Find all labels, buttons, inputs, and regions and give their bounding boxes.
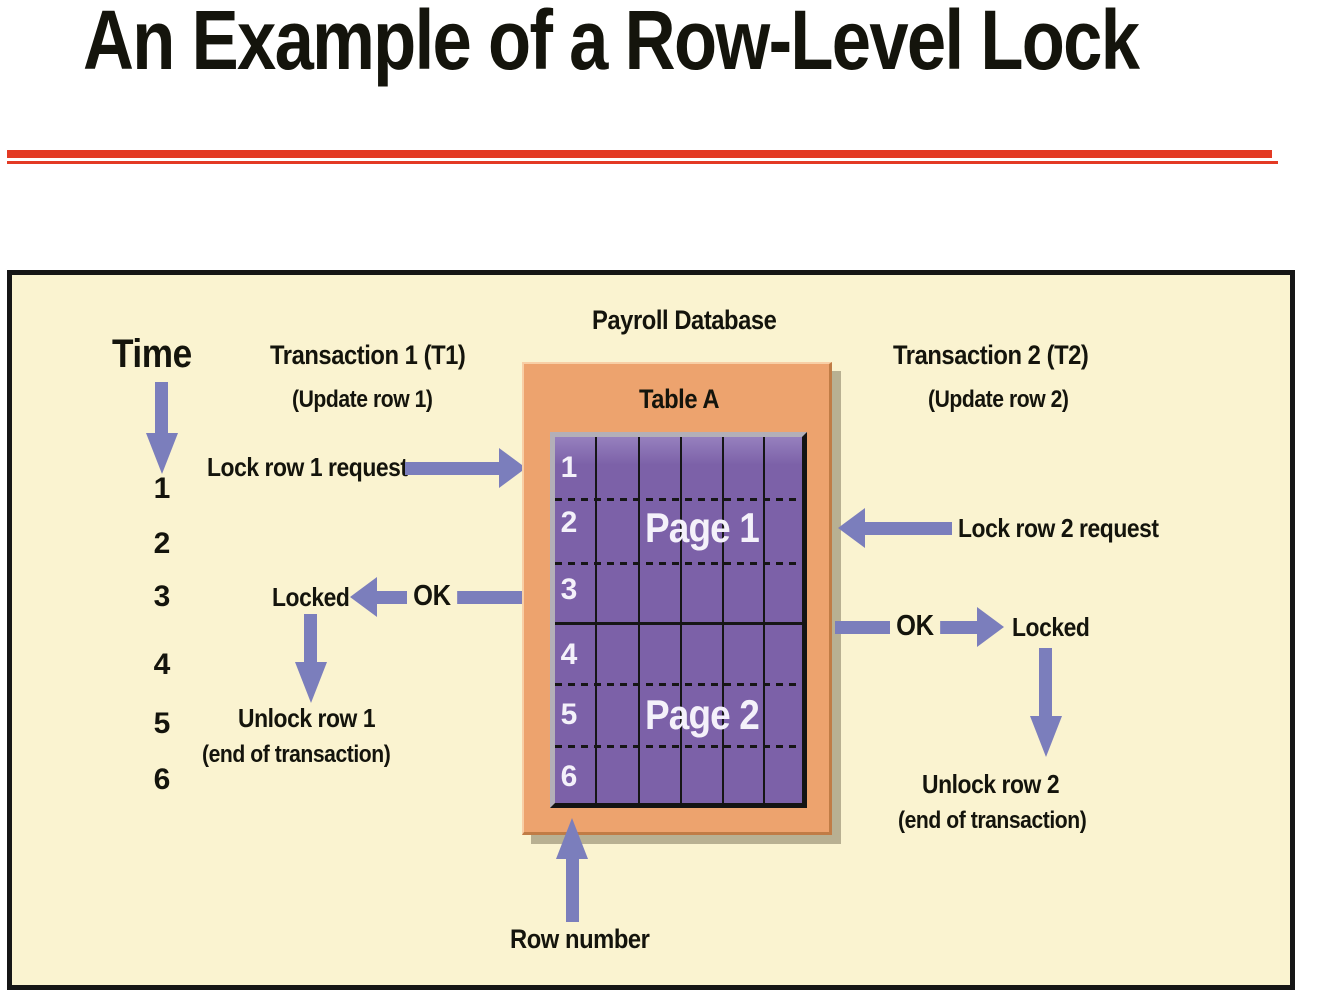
grid-row-number-2: 2 bbox=[560, 506, 578, 539]
grid-vline bbox=[680, 437, 682, 803]
t2-ok-label: OK bbox=[890, 610, 940, 643]
time-tick-1: 1 bbox=[153, 472, 171, 505]
transaction1-title: Transaction 1 (T1) bbox=[270, 340, 466, 370]
grid-vline bbox=[722, 437, 724, 803]
payroll-database-label: Payroll Database bbox=[592, 305, 777, 335]
arrow-shaft bbox=[155, 382, 168, 434]
data-grid: 1 2 3 4 5 6 Page 1 Page 2 bbox=[550, 432, 807, 808]
grid-row-number-3: 3 bbox=[560, 573, 578, 606]
time-label: Time bbox=[112, 332, 192, 376]
grid-dotted-line bbox=[555, 562, 802, 565]
time-tick-5: 5 bbox=[153, 707, 171, 740]
arrow-head bbox=[146, 433, 178, 474]
grid-vline bbox=[638, 437, 640, 803]
lock-row-1-request-label: Lock row 1 request bbox=[207, 452, 408, 482]
arrow-head bbox=[556, 818, 588, 859]
grid-dotted-line bbox=[555, 683, 802, 686]
slide-title: An Example of a Row-Level Lock bbox=[83, 0, 1140, 87]
lock-row-2-request-label: Lock row 2 request bbox=[958, 513, 1159, 543]
t2-unlock-note: (end of transaction) bbox=[898, 807, 1087, 834]
t2-locked-label: Locked bbox=[1012, 612, 1090, 642]
title-divider-thick bbox=[7, 150, 1272, 158]
grid-row-number-4: 4 bbox=[560, 638, 578, 671]
grid-row-number-5: 5 bbox=[560, 698, 578, 731]
page1-label: Page 1 bbox=[645, 504, 760, 551]
arrow-head bbox=[350, 577, 377, 617]
arrow-shaft bbox=[304, 614, 317, 664]
t1-ok-label: OK bbox=[407, 580, 457, 613]
grid-row-number-6: 6 bbox=[560, 760, 578, 793]
grid-dotted-line bbox=[555, 745, 802, 748]
arrow-head bbox=[1030, 716, 1062, 757]
arrow-shaft bbox=[864, 522, 952, 535]
arrow-head bbox=[499, 448, 526, 488]
arrow-head bbox=[977, 607, 1004, 647]
arrow-head bbox=[295, 662, 327, 703]
arrow-shaft bbox=[566, 857, 579, 922]
grid-dotted-line bbox=[555, 498, 802, 501]
time-tick-3: 3 bbox=[153, 580, 171, 613]
t1-unlock-note: (end of transaction) bbox=[202, 741, 391, 768]
t1-unlock-label: Unlock row 1 bbox=[238, 703, 376, 733]
page2-label: Page 2 bbox=[645, 691, 760, 738]
grid-row-number-1: 1 bbox=[560, 451, 578, 484]
arrow-head bbox=[838, 508, 865, 548]
transaction2-title: Transaction 2 (T2) bbox=[893, 340, 1089, 370]
transaction2-subtitle: (Update row 2) bbox=[928, 386, 1069, 413]
grid-page-divider bbox=[555, 622, 802, 625]
tablea-label: Table A bbox=[639, 384, 720, 414]
transaction1-subtitle: (Update row 1) bbox=[292, 386, 433, 413]
title-divider-thin bbox=[7, 161, 1278, 164]
time-tick-4: 4 bbox=[153, 648, 171, 681]
arrow-shaft bbox=[405, 462, 500, 475]
time-tick-6: 6 bbox=[153, 763, 171, 796]
t2-unlock-label: Unlock row 2 bbox=[922, 769, 1060, 799]
time-tick-2: 2 bbox=[153, 527, 171, 560]
grid-vline bbox=[763, 437, 765, 803]
arrow-shaft bbox=[1039, 648, 1052, 718]
grid-vline bbox=[595, 437, 597, 803]
row-number-label: Row number bbox=[510, 924, 650, 954]
t1-locked-label: Locked bbox=[272, 582, 350, 612]
